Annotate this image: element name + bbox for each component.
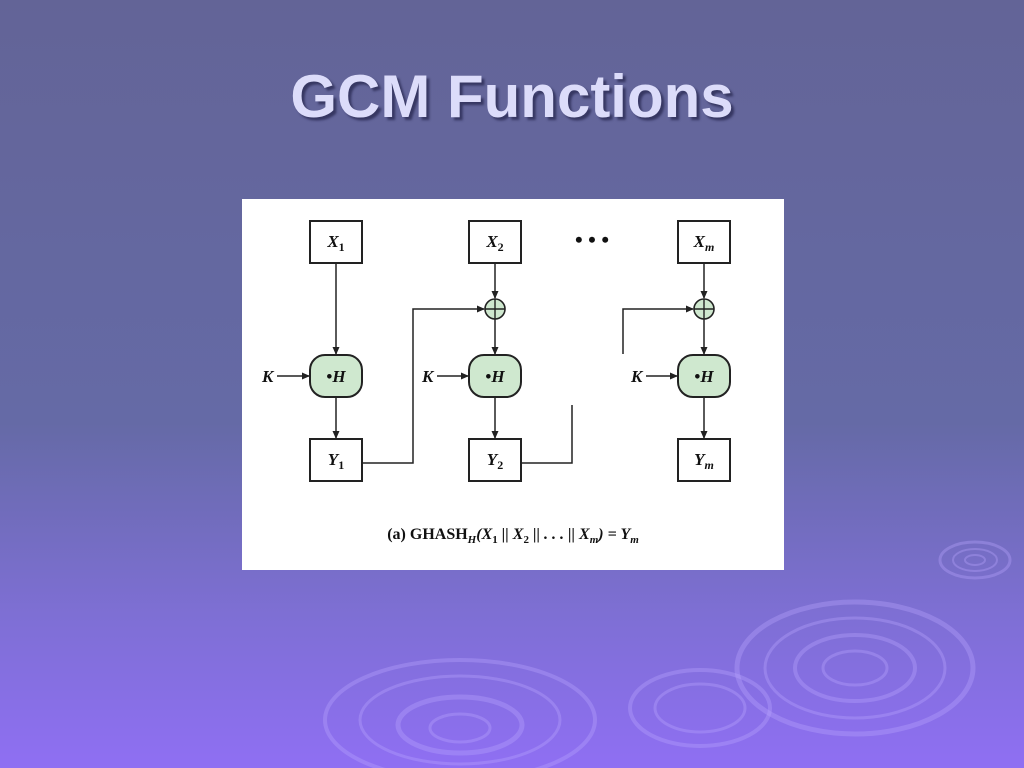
connector-lines [277,263,708,464]
xor-node-m [693,298,715,320]
input-block-2: X2 [468,220,522,264]
mult-h-node-m: •H [677,354,731,398]
output-block-m: Ym [677,438,731,482]
svg-text:X1: X1 [326,232,344,254]
input-1-label: X [326,232,339,251]
mult-h-node-2: •H [468,354,522,398]
output-block-1: Y1 [309,438,363,482]
svg-text:•H: •H [485,367,505,386]
output-block-2: Y2 [468,438,522,482]
input-2-label: X [485,232,498,251]
svg-text:Y1: Y1 [328,450,344,472]
slide-title: GCM Functions [290,63,734,130]
key-label-m: K [630,367,644,386]
mult-h-node-1: •H [309,354,363,398]
svg-text:X2: X2 [485,232,503,254]
ghash-diagram: X1 X2 Xm • • • Y1 Y2 [242,199,784,570]
ellipsis-dots: • • • [575,227,609,252]
svg-text:Y2: Y2 [487,450,503,472]
svg-text:Ym: Ym [694,450,714,472]
xor-node-2 [484,298,506,320]
key-label-1: K [261,367,275,386]
svg-text:•H: •H [694,367,714,386]
input-block-1: X1 [309,220,363,264]
svg-text:•H: •H [326,367,346,386]
output-2-label: Y [487,450,499,469]
svg-text:Xm: Xm [693,232,715,254]
key-label-2: K [421,367,435,386]
diagram-caption: (a) GHASHH(X1 || X2 || . . . || Xm) = Ym [387,526,639,546]
output-m-label: Y [694,450,706,469]
output-1-label: Y [328,450,340,469]
input-m-label: X [693,232,706,251]
input-block-m: Xm [677,220,731,264]
